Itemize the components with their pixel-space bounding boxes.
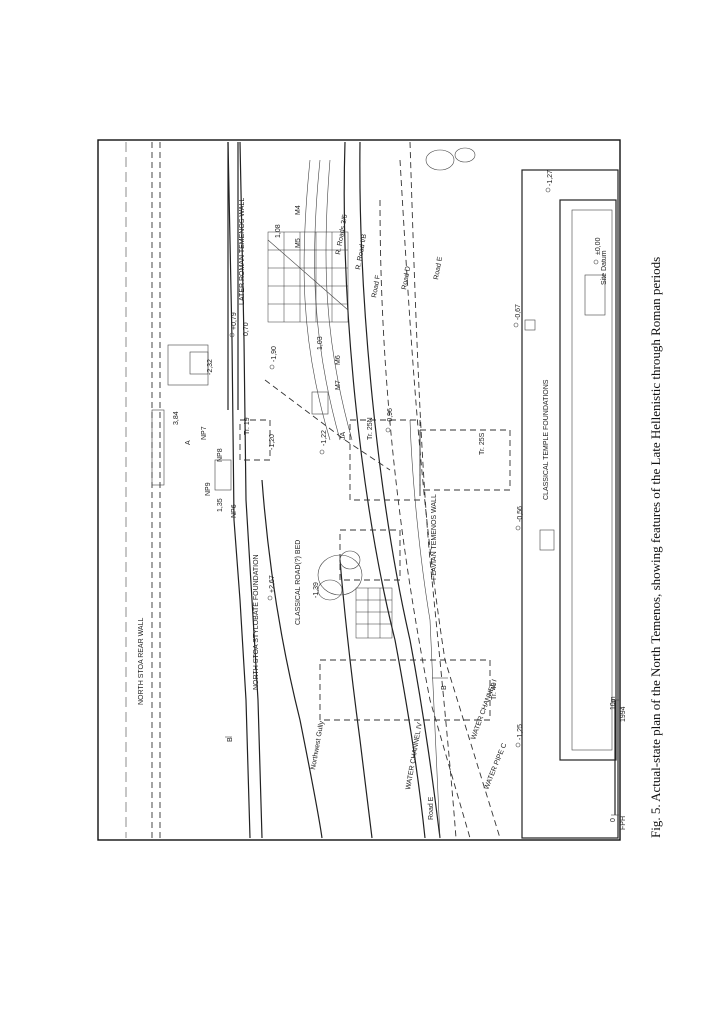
elev-232: -2,32 [207,359,214,375]
label-later-roman-temenos-wall: LATER ROMAN TEMENOS WALL [239,198,246,305]
later-roman-temenos-wall [227,142,239,410]
elev-384: 3,84 [173,411,180,425]
label-tr25s: Tr. 25S [479,432,486,455]
elev-108: 1,08 [275,224,282,238]
elev-000: ±0,00 [595,237,602,255]
label-m7: M7 [335,380,342,390]
label-classical-temple-foundations: CLASSICAL TEMPLE FOUNDATIONS [543,379,550,500]
elev-139: -1,39 [313,582,320,598]
elev-096: -0,96 [387,408,394,424]
elevation-points [229,187,599,748]
elev-190: -1,90 [271,346,278,362]
label-scale-0: 0 [610,818,617,822]
label-north-stoa-rear-wall: NORTH STOA REAR WALL [138,618,145,705]
label-site-datum: Site Datum [601,250,608,285]
label-m4: M4 [295,205,302,215]
northwest-gully [261,479,373,839]
scale-bar [611,699,619,816]
classical-temple-foundations [521,169,619,839]
label-flavian-temenos-wall: FLAVIAN TEMENOS WALL [431,494,438,580]
label-road-d: Road D [401,266,412,291]
label-classical-road-bed: CLASSICAL ROAD(?) BED [295,540,302,625]
label-northwest-gully: Northwest Gully [310,720,326,770]
elev-122: -1,22 [321,430,328,446]
label-scale-10m: 10m [610,696,617,710]
plan-frame [97,139,621,841]
elev-120: -1,20 [269,434,276,450]
section-markers [225,677,448,738]
label-m6: M6 [335,355,342,365]
label-section-b1: B [227,737,234,742]
label-point-a: A [185,440,192,445]
label-section-b2: B [441,685,448,690]
label-np9: NP9 [205,482,212,496]
north-stoa-rear-wall [125,142,161,838]
label-tr25n: Tr. 25N [367,417,374,440]
label-r-road-1b: R. Road I/B [355,233,368,270]
label-np6: NP6 [231,504,238,518]
elev-056: -0,56 [517,506,524,522]
elev-127: -1,27 [547,170,554,186]
label-water-channel-iv: WATER CHANNEL IV [405,722,424,791]
label-north-stoa-stylobate: NORTH STOA STYLOBATE FOUNDATION [253,554,260,690]
elev-070: 0,70 [243,322,250,336]
label-road-e-bottom: Road E [428,796,435,820]
label-tr19: Tr. 19 [244,417,251,435]
label-water-pipe-c: WATER PIPE C [483,742,508,790]
label-road-f: Road F [371,275,382,299]
label-year: 1994 [620,706,627,722]
elev-135: 1,35 [217,498,224,512]
elev-103: 1,03 [317,336,324,350]
label-tr49: Tr. 49 [491,682,498,700]
flavian-temenos-wall [409,141,457,839]
elev-125: -1,25 [517,724,524,740]
north-stoa-stylobate [227,141,263,839]
label-np8: NP8 [217,448,224,462]
trench-outlines [239,419,511,721]
np-structures [151,344,329,491]
label-initials: FPH [620,816,627,830]
figure-caption: Fig. 5. Actual-state plan of the North T… [648,257,663,838]
label-road-e-top: Road E [433,256,444,281]
label-point-ja: JA [340,432,347,441]
mosaic-grid-upper [267,231,349,323]
label-r-roads-35: R. Roads 3/5 [335,214,349,256]
mosaic-grid-lower [355,587,393,639]
label-np7: NP7 [201,426,208,440]
roads-and-channels [264,141,501,839]
elev-267: +2,67 [269,575,276,593]
label-m5: M5 [295,238,302,248]
elev-079: +0,79 [231,312,238,330]
elev-067: -0,67 [515,304,522,320]
